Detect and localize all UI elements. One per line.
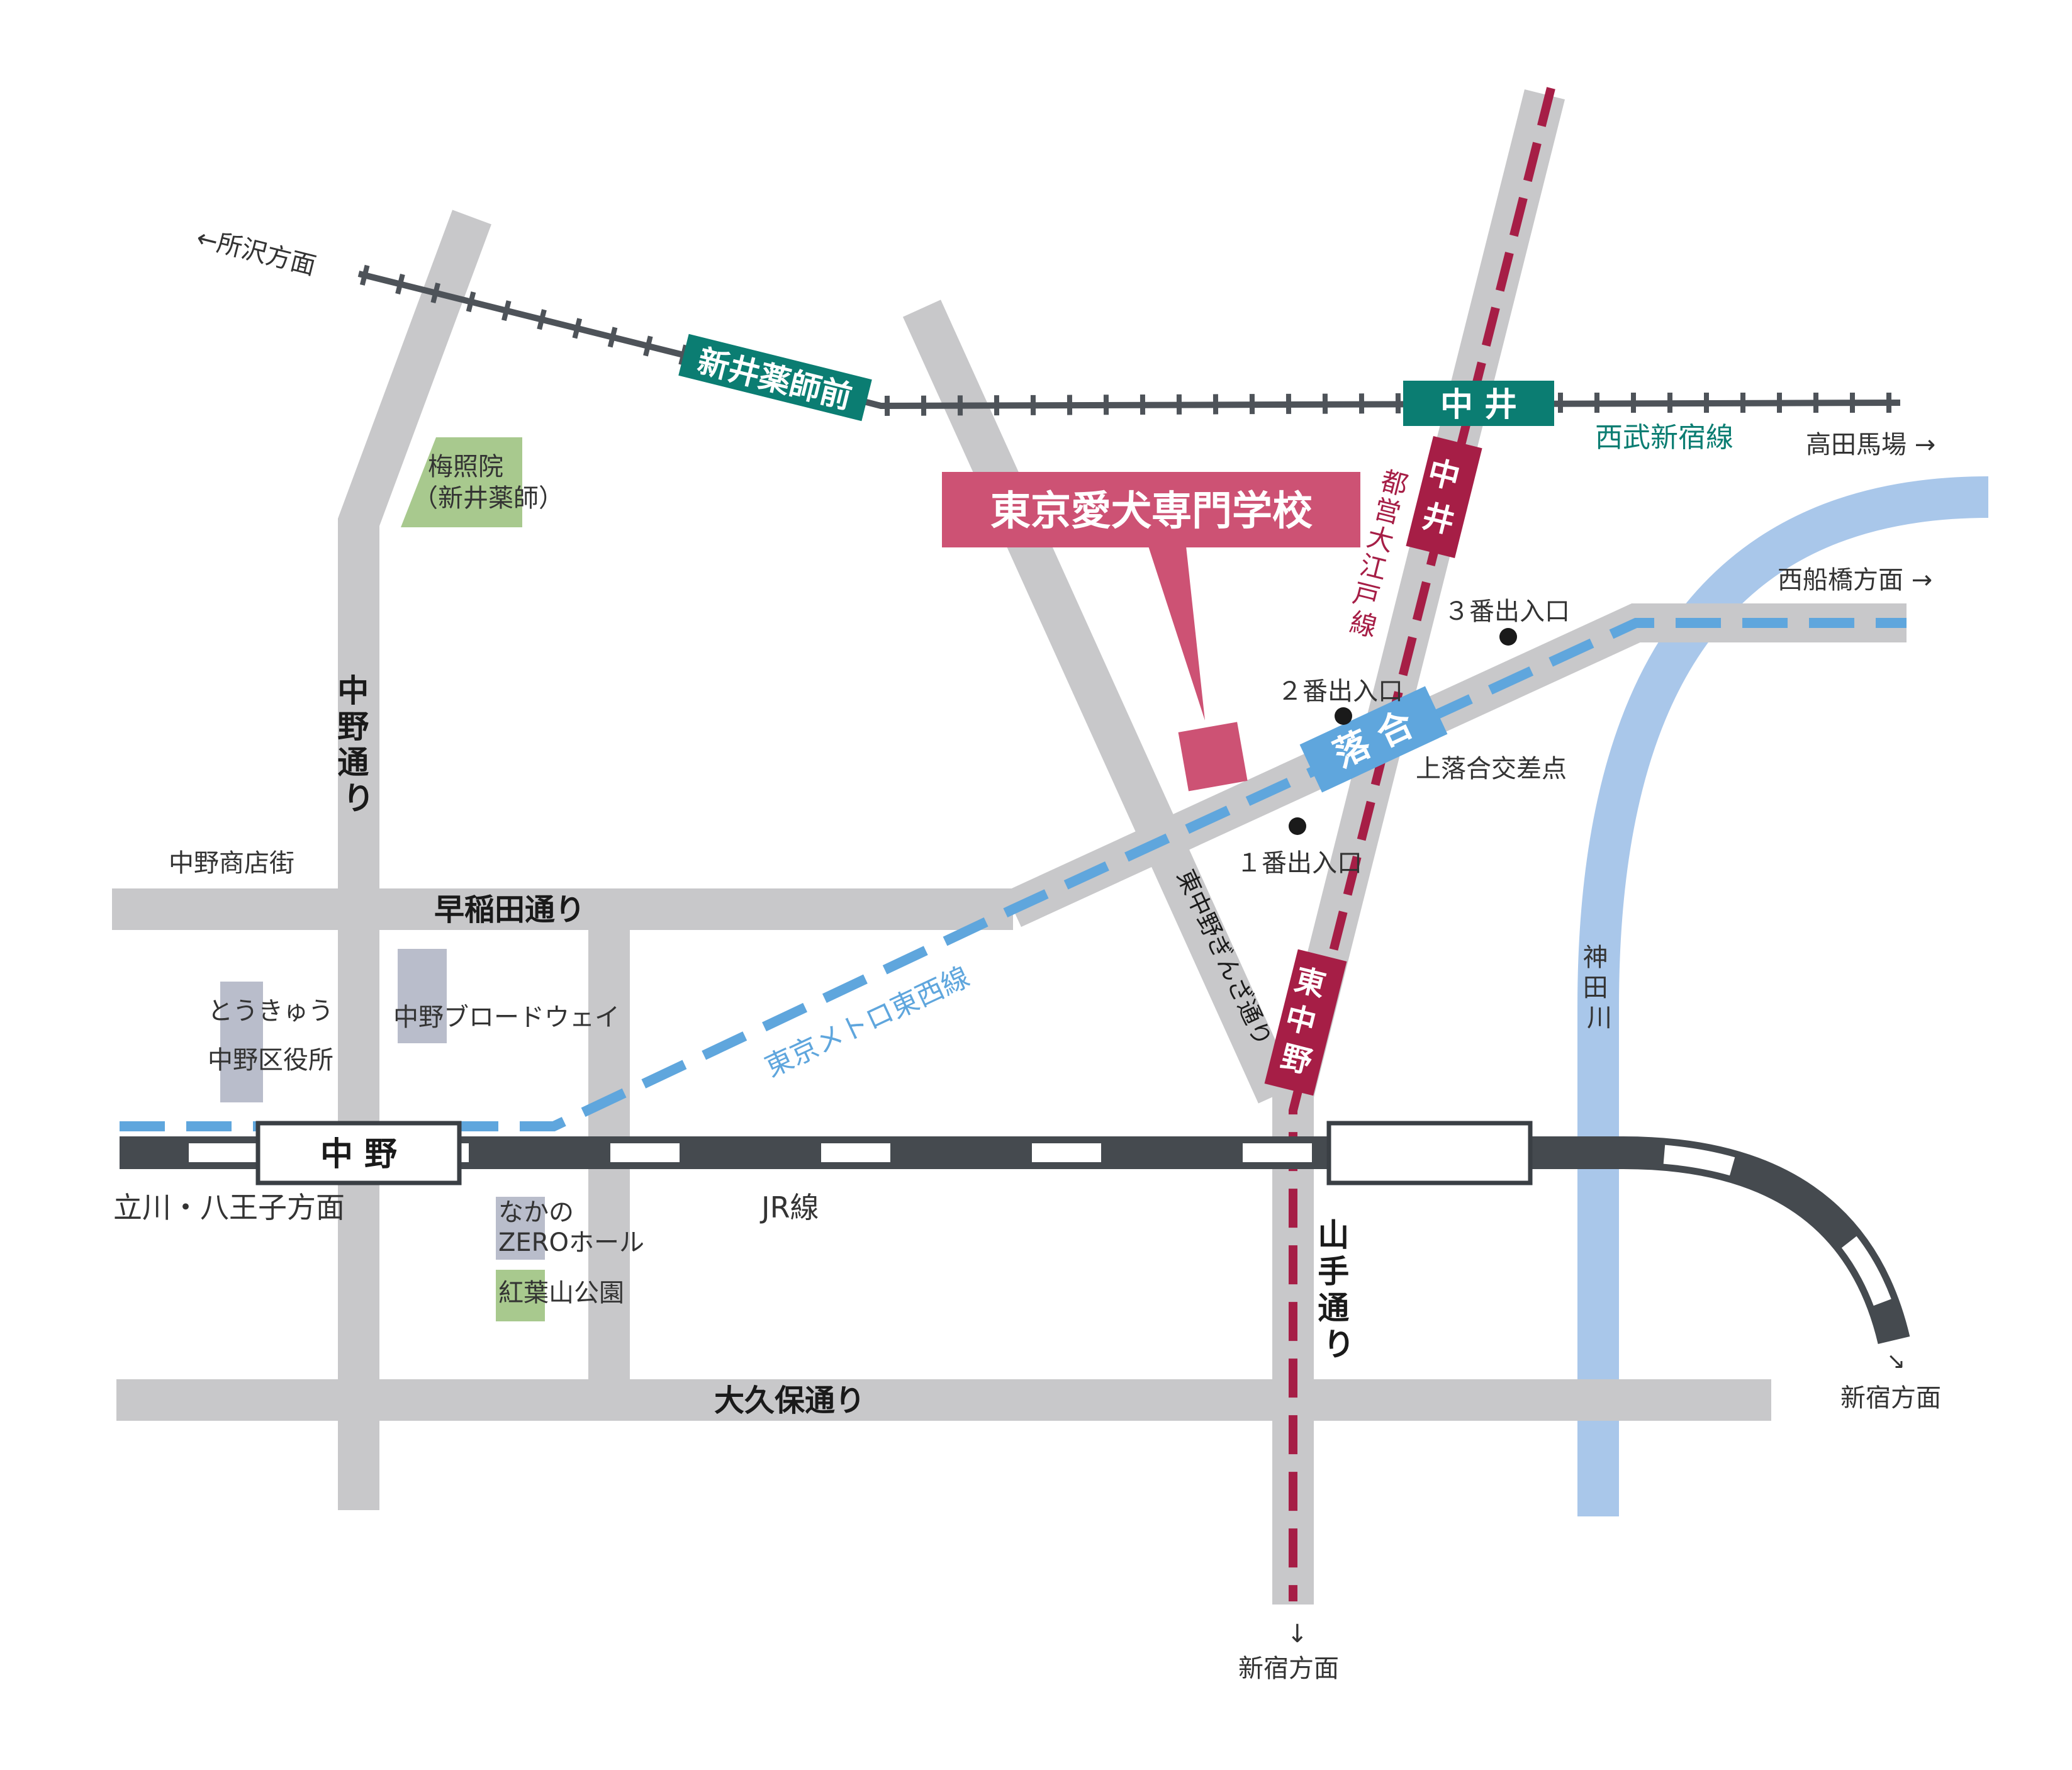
tokyu-box (220, 982, 263, 1102)
seibu-tie (537, 309, 547, 330)
seibu-tie (359, 264, 370, 286)
baishoin-box (401, 437, 522, 527)
seibu-line-label: 西武新宿線 (1595, 422, 1733, 454)
seibu-tie (501, 300, 512, 322)
okubo-dori-label: 大久保通り (714, 1383, 865, 1418)
nakano-shotengai-label: 中野商店街 (169, 849, 294, 878)
baishoin-label-1: 梅照院 (428, 452, 503, 481)
exit1-dot[interactable] (1289, 817, 1306, 835)
direction-tokorozawa: ←所沢方面 (194, 223, 319, 281)
kanda-river-label: 神 田 川 (1583, 943, 1616, 1033)
arai-yakushimae-box (678, 333, 872, 422)
school-name: 東京愛犬専門学校 (990, 488, 1313, 535)
broadway-label: 中野ブロードウェイ (393, 1003, 620, 1032)
higashinakano-ginza-road (902, 300, 1297, 1104)
seibu-tie (607, 327, 618, 348)
tozai-line-label: 東京メトロ東西線 (760, 961, 975, 1084)
exit3-dot[interactable] (1499, 628, 1517, 646)
ochiai-box (1299, 686, 1448, 793)
oedo-line (1289, 87, 1555, 1601)
seibu-tie (572, 318, 583, 339)
nakano-label: 中 野 (320, 1136, 397, 1173)
nakano-box (255, 1121, 462, 1185)
exit2-dot[interactable] (1335, 707, 1352, 725)
nakano-dori-label: 中 野 通 り (337, 673, 379, 817)
waseda-dori-label: 早稲田通り (434, 892, 585, 927)
school-location[interactable] (1178, 722, 1248, 792)
momijiyama-box (496, 1270, 545, 1321)
shinjuku-east-arrow: ↘ (1886, 1348, 1905, 1374)
higashinakano-oedo-label: 東 中 野 (1272, 962, 1339, 1082)
seibu-tie (643, 335, 653, 357)
broadway-box (398, 949, 447, 1043)
zero-hall-label-1: なかの (498, 1198, 574, 1227)
school-pointer (1148, 546, 1205, 720)
seibu-tie (395, 274, 405, 294)
direction-tachikawa: 立川・八王子方面 (113, 1190, 345, 1224)
oedo-line-label: 都 営 大 江 戸 線 (1343, 465, 1419, 644)
seibu-line (357, 264, 1901, 416)
station-arai-yakushimae[interactable]: 新井薬師前 (678, 333, 872, 422)
higashinakano-oedo-box (1264, 949, 1347, 1096)
station-nakai-oedo[interactable]: 中 井 (1406, 435, 1482, 559)
seibu-tie (678, 344, 688, 366)
school-label-box (942, 472, 1360, 547)
kanda-river (1577, 476, 1989, 1516)
zero-hall-label-2: ZEROホール (498, 1228, 644, 1257)
baishoin-label-2: （新井薬師） (413, 484, 564, 513)
direction-nishifunabashi: 西船橋方面 → (1778, 566, 1932, 595)
shinjuku-south-label: 新宿方面 (1238, 1654, 1339, 1683)
shinjuku-south-arrow: ↓ (1287, 1620, 1308, 1649)
tokyu-label: とうきゅう (208, 997, 333, 1026)
jr-line-label: JR線 (759, 1190, 819, 1224)
station-nakai-seibu[interactable]: 中 井 (1403, 381, 1554, 426)
station-nakano[interactable]: 中 野 (255, 1121, 462, 1185)
higashinakano-jr-box (1326, 1121, 1533, 1185)
yamate-dori-label: 山 手 通 り (1318, 1217, 1360, 1363)
direction-takadanobaba: 高田馬場 → (1806, 430, 1935, 459)
exit2-label: ２番出入口 (1277, 677, 1403, 706)
jr-track-pattern (189, 1143, 1903, 1343)
roads (112, 89, 1907, 1605)
nakai-oedo-box (1406, 435, 1482, 559)
station-higashinakano-oedo[interactable]: 東 中 野 (1264, 949, 1347, 1096)
seibu-tie (430, 283, 440, 304)
ward-office-label: 中野区役所 (208, 1046, 333, 1075)
nakai-seibu-box (1403, 381, 1554, 426)
momijiyama-label: 紅葉山公園 (498, 1279, 624, 1308)
station-higashinakano-jr[interactable] (1326, 1121, 1533, 1185)
shinjuku-east-label: 新宿方面 (1840, 1384, 1941, 1413)
nakano-dori-road (338, 210, 491, 1510)
exit3-label: ３番出入口 (1444, 597, 1570, 626)
arai-yakushimae-label: 新井薬師前 (694, 343, 856, 417)
zero-hall-box (496, 1197, 545, 1260)
exit1-label: １番出入口 (1236, 849, 1362, 878)
seibu-tie (466, 291, 476, 313)
nakai-seibu-label: 中 井 (1440, 386, 1517, 424)
intersection-label: 上落合交差点 (1416, 754, 1567, 783)
school-marker[interactable]: 東京愛犬専門学校 (942, 472, 1360, 792)
jr-line (120, 1136, 1910, 1344)
